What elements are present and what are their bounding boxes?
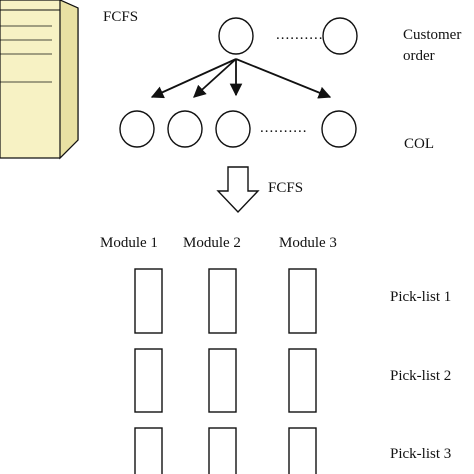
- module-1-cell: [134, 427, 163, 474]
- dots-top: ..........: [276, 27, 324, 43]
- module-3-cell: [288, 427, 317, 474]
- module-1-header: Module 1: [100, 235, 158, 251]
- module-2-cell: [208, 348, 237, 413]
- module-3-header: Module 3: [279, 235, 337, 251]
- fcfs-top-label: FCFS: [103, 9, 139, 25]
- assignment-arrows: [150, 58, 332, 99]
- customer-order-label-line2: order: [403, 48, 435, 64]
- module-2-cell: [208, 427, 237, 474]
- module-1-cell: [134, 268, 163, 334]
- pick-list-row-1: [134, 268, 317, 334]
- module-2-cell: [208, 268, 237, 334]
- col-label: COL: [404, 136, 434, 152]
- col-node: [167, 110, 203, 148]
- pick-list-1-label: Pick-list 1: [390, 289, 452, 305]
- dots-mid: ..........: [260, 120, 308, 136]
- pick-list-row-3: [134, 427, 317, 474]
- module-2-header: Module 2: [183, 235, 241, 251]
- customer-order-label: Customer: [403, 27, 462, 43]
- pick-list-3-label: Pick-list 3: [390, 446, 452, 462]
- col-node: [119, 110, 155, 148]
- fcfs-down-arrow: [216, 166, 260, 214]
- module-1-cell: [134, 348, 163, 413]
- fcfs-arrow-label: FCFS: [268, 180, 304, 196]
- col-node: [321, 110, 357, 148]
- module-3-cell: [288, 268, 317, 334]
- col-node: [215, 110, 251, 148]
- pick-list-row-2: [134, 348, 317, 413]
- pick-list-2-label: Pick-list 2: [390, 368, 452, 384]
- module-3-cell: [288, 348, 317, 413]
- customer-order-node: [218, 17, 254, 55]
- server-tower-icon: [0, 0, 79, 160]
- customer-order-node: [322, 17, 358, 55]
